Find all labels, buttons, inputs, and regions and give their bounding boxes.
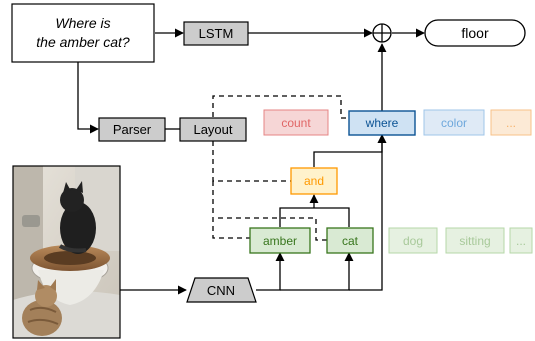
module-color-label: color [441, 116, 467, 130]
cnn-label: CNN [207, 283, 235, 298]
connectors [77, 28, 425, 295]
edge-layout-cat-dashed [218, 217, 327, 241]
parser-block: Parser [98, 117, 166, 142]
module-more-bottom: ... [509, 227, 533, 254]
module-more-top: ... [490, 109, 532, 136]
edge-cnn-where [349, 134, 387, 291]
module-amber-label: amber [263, 234, 297, 248]
answer-label: floor [461, 25, 489, 41]
module-count: count [263, 109, 329, 136]
module-and: and [290, 167, 338, 195]
module-cat-label: cat [342, 234, 359, 248]
edge-layout-and-dashed [212, 141, 291, 182]
parser-label: Parser [113, 122, 152, 137]
module-dog-label: dog [403, 234, 423, 248]
module-and-label: and [304, 174, 324, 188]
module-sitting-label: sitting [459, 234, 490, 248]
layout-block: Layout [179, 117, 247, 142]
module-more-top-label: ... [506, 116, 516, 130]
module-cat: cat [326, 227, 374, 254]
edge-layout-where-dashed [212, 95, 349, 119]
module-sitting: sitting [445, 227, 505, 254]
edge-cnn-cat [280, 252, 354, 291]
lstm-label: LSTM [199, 26, 234, 41]
cnn-block: CNN [186, 277, 257, 303]
cat-photo [12, 165, 121, 339]
question-line-1: Where is [55, 15, 110, 31]
module-amber: amber [249, 227, 311, 254]
question-box: Where is the amber cat? [11, 3, 155, 63]
edge-layout-amber-dashed [212, 181, 250, 239]
module-where: where [348, 110, 416, 136]
layout-label: Layout [193, 122, 232, 137]
edge-cnn-amber [256, 252, 285, 291]
sum-node [372, 23, 392, 43]
question-line-2: the amber cat? [36, 34, 130, 50]
answer-box: floor [424, 19, 526, 47]
module-dog: dog [388, 227, 438, 254]
lstm-block: LSTM [183, 21, 249, 46]
edge-and-where [313, 134, 387, 167]
module-count-label: count [281, 116, 311, 130]
edge-question-parser [77, 62, 99, 134]
module-color: color [423, 109, 485, 136]
module-where-label: where [365, 116, 399, 130]
module-more-bottom-label: ... [516, 234, 526, 248]
